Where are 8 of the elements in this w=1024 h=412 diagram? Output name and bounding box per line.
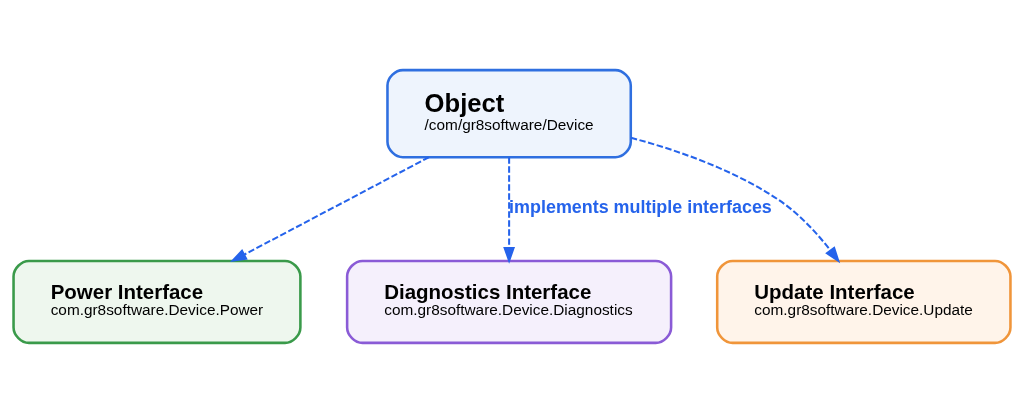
node-box: Diagnostics Interface com.gr8software.Device.Diagnostics xyxy=(345,259,673,344)
edge-label: implements multiple interfaces xyxy=(509,196,772,217)
arrow xyxy=(230,155,430,262)
node-box: Power Interface com.gr8software.Device.Power xyxy=(12,259,302,344)
arrow xyxy=(630,136,841,263)
node-box: Update Interface com.gr8software.Device.Update xyxy=(715,259,1012,344)
arrow xyxy=(503,157,516,264)
node-box: Object /com/gr8software/Device xyxy=(386,68,633,158)
